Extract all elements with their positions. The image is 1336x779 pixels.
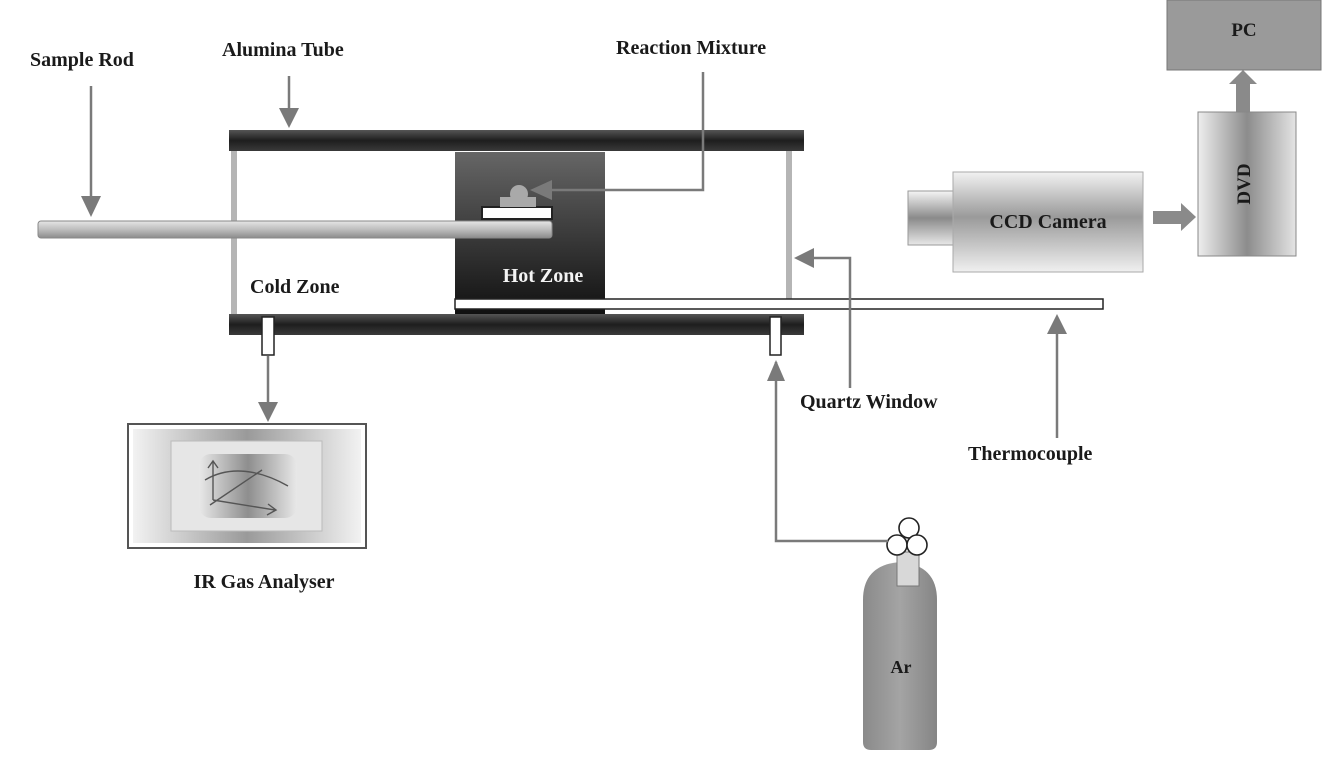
- argon-cylinder-neck: [896, 551, 920, 587]
- pc-label: PC: [1231, 20, 1256, 41]
- quartz-window-arrow-head: [794, 248, 814, 268]
- hot-zone-label: Hot Zone: [503, 265, 584, 287]
- crucible-tray: [481, 206, 553, 220]
- reaction-mixture-label: Reaction Mixture: [616, 37, 766, 59]
- reaction-mixture-arrow-line: [550, 72, 705, 192]
- pc-box: PC: [1166, 0, 1322, 71]
- alumina-tube-arrow-head: [279, 108, 299, 128]
- dvd-to-pc-arrow: [1229, 70, 1257, 112]
- dvd-to-pc-arrow-shaft: [1236, 82, 1250, 112]
- thermocouple-label: Thermocouple: [968, 443, 1093, 465]
- crucible: [481, 185, 553, 220]
- gas-inlet-port: [769, 316, 782, 356]
- reaction-mixture-blob: [510, 185, 528, 203]
- dvd-box: DVD: [1197, 111, 1297, 257]
- ccd-camera-lens: [907, 190, 955, 246]
- dvd-box-body: [1197, 111, 1297, 257]
- dvd-to-pc-arrow-head: [1229, 70, 1257, 84]
- ir-gas-analyser: IR Gas Analyser: [127, 423, 367, 593]
- gas-outlet-port: [261, 316, 275, 356]
- reaction-mixture-arrow-head: [530, 180, 552, 200]
- tube-bottom-wall: [229, 314, 804, 335]
- argon-valve-knob-right: [906, 534, 928, 556]
- quartz-window-pane: [786, 151, 792, 299]
- ccd-camera: CCD Camera: [907, 171, 1144, 273]
- thermocouple: [454, 298, 1104, 310]
- outlet-to-ir-arrow-head: [258, 402, 278, 422]
- ir-gas-analyser-label: IR Gas Analyser: [193, 571, 334, 593]
- argon-cylinder-body: [863, 562, 937, 750]
- cold-zone-label: Cold Zone: [250, 276, 340, 298]
- ccd-camera-label: CCD Camera: [989, 211, 1106, 233]
- camera-to-dvd-arrow-shaft: [1153, 211, 1183, 224]
- sample-rod-body: [37, 220, 553, 239]
- argon-label: Ar: [891, 657, 912, 677]
- quartz-window-label: Quartz Window: [800, 391, 938, 413]
- pc-box-body: [1166, 0, 1322, 71]
- argon-inlet-arrow-head: [767, 360, 785, 381]
- sample-rod-label: Sample Rod: [30, 49, 134, 71]
- argon-gas-line: [774, 362, 888, 543]
- thermocouple-rod: [454, 298, 1104, 310]
- ir-analyser-graph-icon: [204, 459, 289, 516]
- tube-top-wall: [229, 130, 804, 151]
- quartz-window-arrow-line: [812, 256, 852, 388]
- argon-cylinder: Ar: [863, 517, 937, 750]
- camera-to-dvd-arrow-head: [1181, 203, 1196, 231]
- sample-rod: [37, 220, 553, 239]
- camera-to-dvd-arrow: [1153, 203, 1196, 231]
- alumina-tube-label: Alumina Tube: [222, 39, 344, 61]
- thermocouple-arrow-head: [1047, 314, 1067, 334]
- dvd-label: DVD: [1234, 163, 1255, 204]
- argon-valve-knob-left: [886, 534, 908, 556]
- sample-rod-arrow-head: [81, 196, 101, 217]
- ccd-camera-body: [952, 171, 1144, 273]
